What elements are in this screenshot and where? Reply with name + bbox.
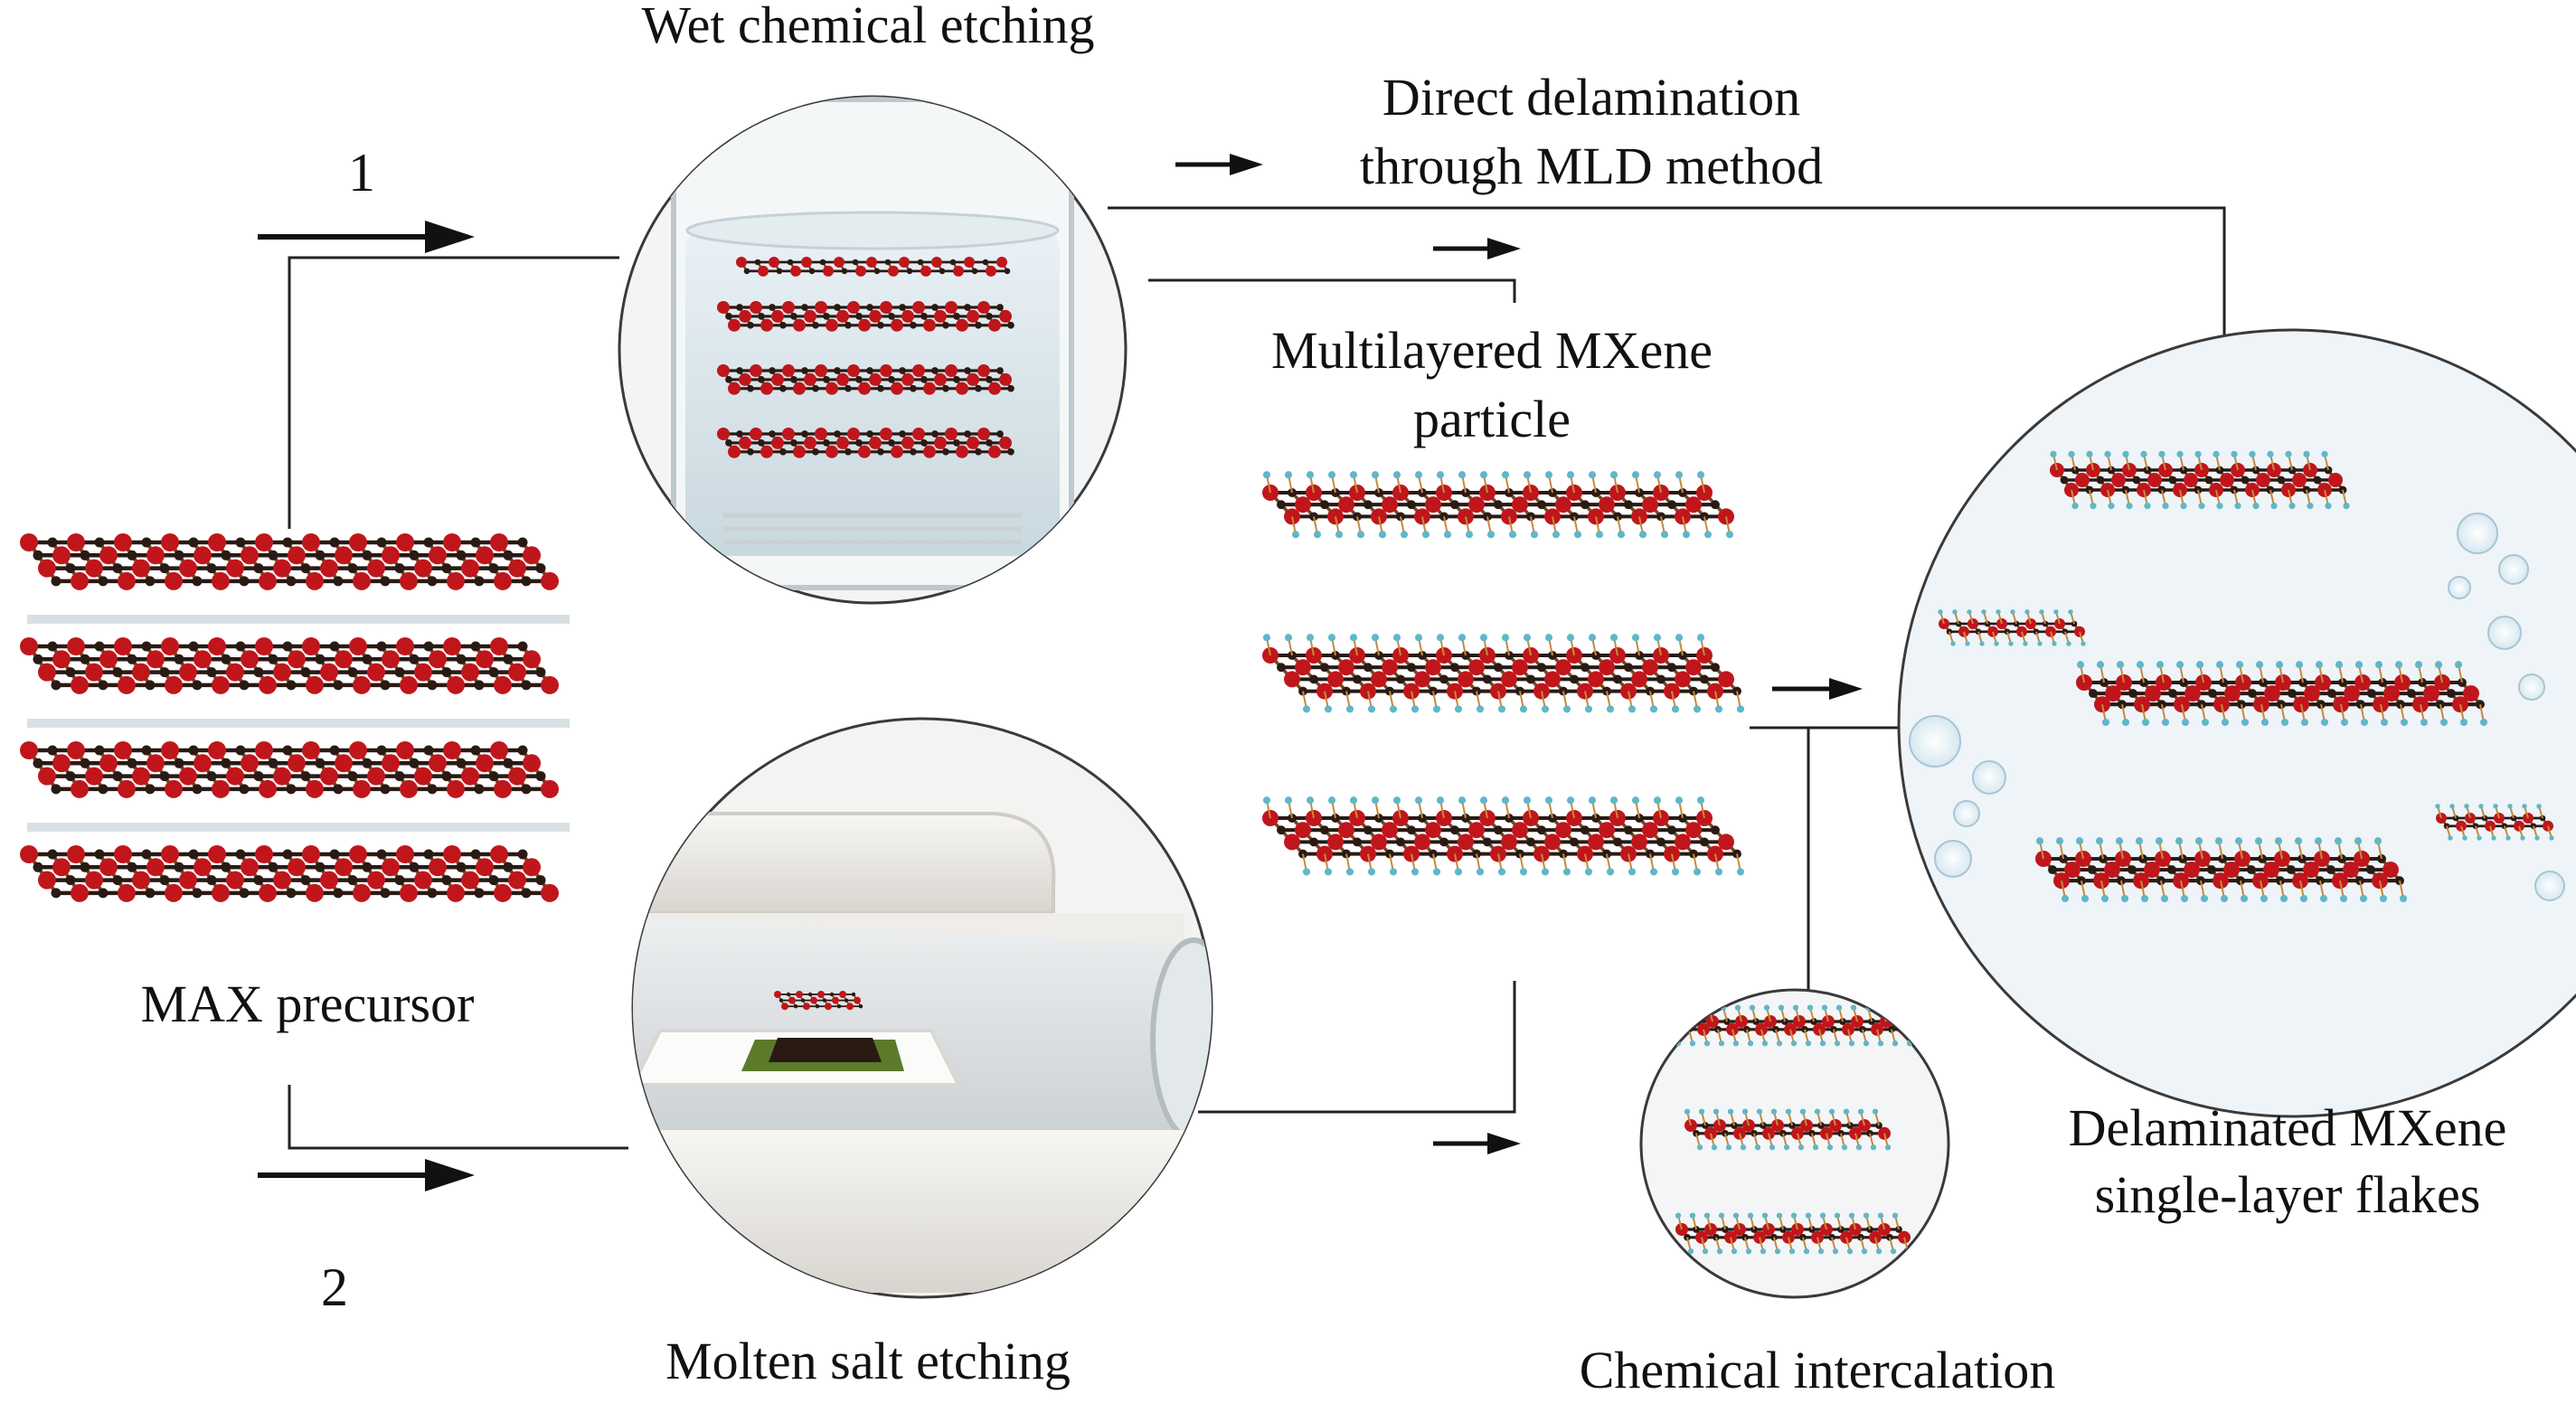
wet-to-multilayer-line	[1148, 278, 1516, 303]
furnace-lid-icon	[633, 812, 1056, 915]
wet-etching-label: Wet chemical etching	[641, 0, 1095, 54]
direct-delamination-label-line2: through MLD method	[1359, 137, 1824, 195]
route-2-line	[288, 1085, 628, 1150]
route-2-label: 2	[321, 1257, 348, 1317]
direct-delamination-arrow	[1175, 154, 1263, 175]
route-1-arrow	[258, 221, 475, 253]
max-precursor-crystal	[20, 533, 570, 902]
max-lattice	[20, 533, 570, 902]
delaminated-label-line1: Delaminated MXene	[2068, 1098, 2507, 1157]
route-1-label: 1	[348, 143, 375, 202]
max-precursor-label: MAX precursor	[140, 975, 475, 1033]
intercalation-label: Chemical intercalation	[1579, 1341, 2056, 1399]
boat-crystal-atoms	[774, 991, 863, 1011]
wet-etching-circle	[618, 95, 1128, 605]
delaminated-label-line2: single-layer flakes	[2094, 1165, 2481, 1224]
multilayer-label-line2: particle	[1413, 390, 1571, 448]
beaker-mxene-layers	[717, 257, 1014, 458]
molten-to-multilayer-line	[1198, 981, 1516, 1114]
route-1-line	[288, 256, 619, 529]
direct-delamination-line	[1108, 206, 2226, 362]
wet-etching-arrow	[1433, 238, 1521, 259]
connector-lines	[288, 206, 2226, 1150]
quartz-tube-icon	[633, 918, 1194, 1130]
delamination-arrow	[1772, 678, 1863, 700]
molten-salt-arrow	[1433, 1133, 1521, 1154]
arrows	[258, 154, 1863, 1191]
molten-salt-label: Molten salt etching	[665, 1332, 1071, 1390]
solvent-bubbles	[1909, 513, 2565, 901]
single-layer-flakes	[1938, 450, 2554, 903]
molten-salt-circle	[631, 717, 1213, 1299]
multilayer-label-line1: Multilayered MXene	[1270, 321, 1713, 380]
route-2-arrow	[258, 1159, 475, 1191]
multilayered-mxene-particle	[1262, 471, 1745, 876]
direct-delamination-label-line1: Direct delamination	[1382, 68, 1801, 127]
etchant-liquid	[685, 231, 1060, 556]
delaminated-flakes-circle	[1897, 328, 2576, 1118]
intercalation-circle	[1639, 988, 1950, 1299]
